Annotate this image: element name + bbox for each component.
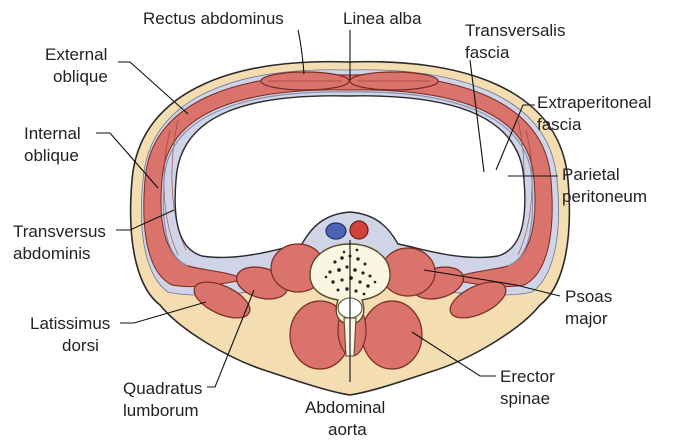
- erector-spinae-right: [362, 301, 422, 369]
- label-quadratus-lumborum-line2: lumborum: [123, 401, 199, 420]
- abdominal-aorta: [350, 221, 368, 239]
- inferior-vena-cava: [326, 223, 346, 239]
- label-rectus-abdominus: Rectus abdominus: [143, 9, 284, 28]
- label-extraperitoneal-fascia-line1: Extraperitoneal: [537, 93, 651, 112]
- label-abdominal-aorta-line2: aorta: [328, 420, 367, 439]
- label-quadratus-lumborum-line1: Quadratus: [123, 379, 202, 398]
- label-erector-spinae-line2: spinae: [500, 389, 550, 408]
- label-transversus-abdominis-line2: abdominis: [13, 244, 91, 263]
- label-psoas-major-line1: Psoas: [565, 287, 612, 306]
- label-parietal-peritoneum-line2: peritoneum: [562, 187, 647, 206]
- label-linea-alba: Linea alba: [343, 9, 422, 28]
- label-internal-oblique-line2: oblique: [24, 146, 79, 165]
- label-psoas-major-line2: major: [565, 309, 608, 328]
- label-latissimus-dorsi-line2: dorsi: [62, 336, 99, 355]
- label-abdominal-aorta-line1: Abdominal: [305, 398, 385, 417]
- label-external-oblique-line1: External: [45, 45, 107, 64]
- label-parietal-peritoneum-line1: Parietal: [562, 165, 620, 184]
- label-erector-spinae-line1: Erector: [500, 367, 555, 386]
- label-transversalis-fascia-line1: Transversalis: [465, 21, 565, 40]
- label-external-oblique-line2: oblique: [53, 67, 108, 86]
- label-transversalis-fascia-line2: fascia: [465, 43, 510, 62]
- label-internal-oblique-line1: Internal: [24, 124, 81, 143]
- label-transversus-abdominis-line1: Transversus: [13, 222, 106, 241]
- label-extraperitoneal-fascia-line2: fascia: [537, 115, 582, 134]
- label-latissimus-dorsi-line1: Latissimus: [30, 314, 110, 333]
